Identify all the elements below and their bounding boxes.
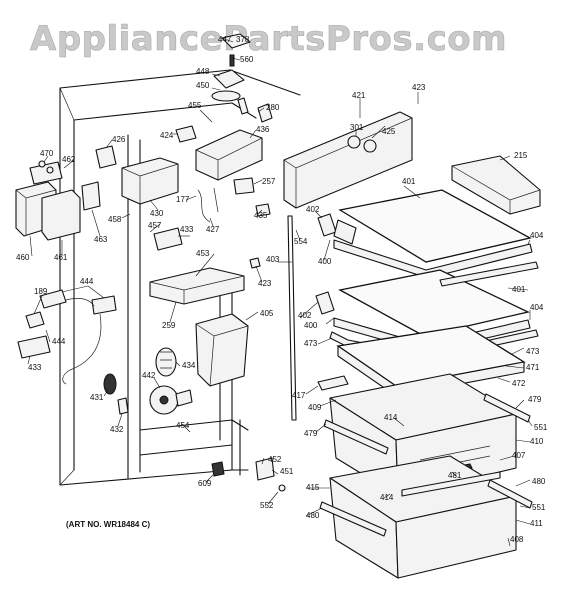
callout-457: 457 [148, 221, 162, 230]
callout-408: 408 [510, 535, 524, 544]
callout-470: 470 [40, 149, 54, 158]
callout-401b: 401 [512, 285, 526, 294]
callout-560: 560 [240, 55, 254, 64]
callout-463: 463 [94, 235, 108, 244]
callout-427: 427 [206, 225, 220, 234]
callout-472: 472 [512, 379, 526, 388]
callout-471: 471 [526, 363, 540, 372]
callout-404b: 404 [530, 303, 544, 312]
callout-461: 461 [54, 253, 68, 262]
callout-430: 430 [150, 209, 164, 218]
callout-405: 405 [260, 309, 274, 318]
callout-455: 455 [188, 101, 202, 110]
callout-421: 421 [352, 91, 366, 100]
callout-215: 215 [514, 151, 528, 160]
callout-460: 460 [16, 253, 30, 262]
callout-189: 189 [34, 287, 48, 296]
callout-433b: 433 [28, 363, 42, 372]
callout-402a: 402 [306, 205, 320, 214]
callout-479b: 479 [304, 429, 318, 438]
callout-451: 451 [280, 467, 294, 476]
watermark-text: AppliancePartsPros.com [30, 19, 507, 59]
callout-402b: 402 [298, 311, 312, 320]
callout-414b: 414 [380, 493, 394, 502]
callout-481: 481 [448, 471, 462, 480]
callout-407: 407 [512, 451, 526, 460]
callout-400b: 400 [304, 321, 318, 330]
callout-551b: 551 [532, 503, 546, 512]
callout-301: 301 [350, 123, 364, 132]
callout-554: 554 [294, 237, 308, 246]
callout-409: 409 [308, 403, 322, 412]
callout-414a: 414 [384, 413, 398, 422]
callout-417: 417 [292, 391, 306, 400]
callout-424: 424 [160, 131, 174, 140]
callout-403: 403 [266, 255, 280, 264]
callout-442: 442 [142, 371, 156, 380]
callout-462: 462 [62, 155, 76, 164]
callout-448: 448 [196, 67, 210, 76]
callout-444a: 444 [80, 277, 94, 286]
callout-450: 450 [196, 81, 210, 90]
top-parts [15, 33, 286, 492]
callout-480b: 480 [306, 511, 320, 520]
callout-404a: 404 [530, 231, 544, 240]
callout-259: 259 [162, 321, 176, 330]
art-number: (ART NO. WR18484 C) [66, 520, 150, 529]
callout-432: 432 [110, 425, 124, 434]
callout-453: 453 [196, 249, 210, 258]
callout-551a: 551 [534, 423, 548, 432]
callout-609: 609 [198, 479, 212, 488]
callout-400a: 400 [318, 257, 332, 266]
callout-401a: 401 [402, 177, 416, 186]
callout-454: 454 [176, 421, 190, 430]
callout-480a: 480 [532, 477, 546, 486]
callout-433a: 433 [180, 225, 194, 234]
callout-415: 415 [306, 483, 320, 492]
callout-labels: 447 378 560 448 450 455 280 421 423 436 424 426 301 4… [16, 35, 548, 544]
callout-280: 280 [266, 103, 280, 112]
callout-411: 411 [530, 519, 543, 528]
callout-257: 257 [262, 177, 276, 186]
callout-552: 552 [260, 501, 274, 510]
callout-431: 431 [90, 393, 104, 402]
callout-479a: 479 [528, 395, 542, 404]
callout-458: 458 [108, 215, 122, 224]
leader-lines [27, 37, 533, 547]
callout-447: 447 [218, 35, 232, 44]
callout-423a: 423 [412, 83, 426, 92]
shelves [283, 111, 541, 579]
callout-410: 410 [530, 437, 544, 446]
callout-435: 435 [254, 211, 268, 220]
callout-436: 436 [256, 125, 270, 134]
callout-177: 177 [176, 195, 190, 204]
callout-452: 452 [268, 455, 282, 464]
callout-444b: 444 [52, 337, 66, 346]
callout-434: 434 [182, 361, 196, 370]
callout-423b: 423 [258, 279, 272, 288]
callout-378: 378 [236, 35, 250, 44]
callout-473b: 473 [526, 347, 540, 356]
callout-426: 426 [112, 135, 126, 144]
callout-425: 425 [382, 127, 396, 136]
callout-473a: 473 [304, 339, 318, 348]
